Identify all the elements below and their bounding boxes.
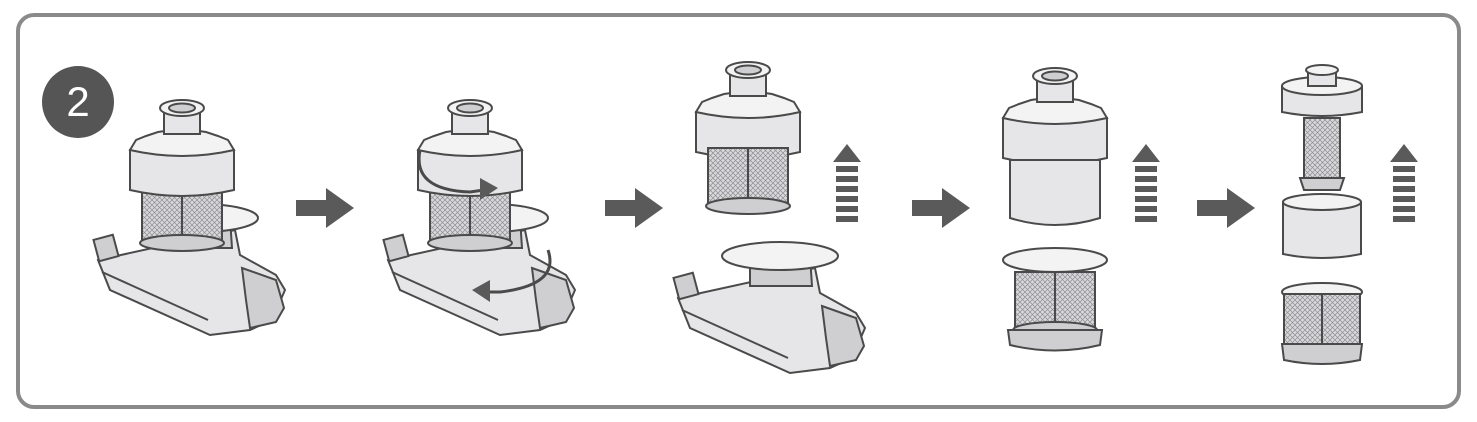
right-arrow-icon (912, 188, 970, 228)
right-arrow-icon (296, 188, 354, 228)
right-arrow-icon (605, 188, 663, 228)
dashed-up-arrow-icon (833, 144, 861, 222)
dashed-up-arrow-icon (1132, 144, 1160, 222)
stage-separate-sponge-and-core (1280, 64, 1418, 365)
stage-separate-mesh-filter (1002, 67, 1160, 352)
rotate-arrow-icon (417, 149, 552, 302)
stage-twist-to-unlock (382, 99, 576, 336)
step-number-badge: 2 (42, 66, 114, 138)
stage-lift-filter-out (672, 61, 866, 374)
stage-filter-assembled (92, 99, 286, 336)
right-arrow-icon (1197, 188, 1255, 228)
dashed-up-arrow-icon (1390, 144, 1418, 222)
